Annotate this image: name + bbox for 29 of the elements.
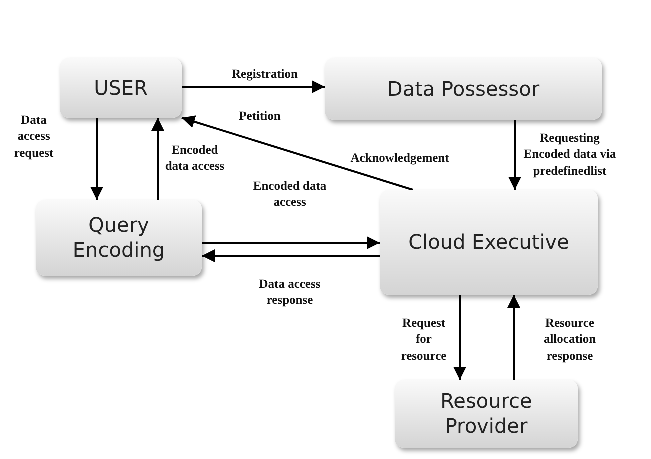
edge-label: Encoded data access xyxy=(164,142,226,174)
edge-label: Data access request xyxy=(13,112,55,161)
arrow xyxy=(454,295,466,380)
node-label: Query Encoding xyxy=(72,213,166,263)
arrow xyxy=(508,295,520,380)
process-box xyxy=(380,190,598,295)
arrow xyxy=(182,80,325,94)
edge-label: Request for resource xyxy=(400,315,448,364)
edge-label: Data access response xyxy=(258,276,322,308)
node-label: USER xyxy=(94,76,148,100)
edge-label: Resource allocation response xyxy=(542,315,598,364)
node-label: Cloud Executive xyxy=(408,230,570,255)
process-box xyxy=(36,200,202,276)
node-label: Resource Provider xyxy=(440,389,534,439)
arrow xyxy=(202,250,380,262)
arrow xyxy=(508,120,522,190)
process-box xyxy=(325,58,602,120)
process-box xyxy=(395,380,578,448)
process-box xyxy=(60,58,182,118)
edge-label: Encoded data access xyxy=(252,178,328,210)
edge-label: Registration xyxy=(231,66,299,82)
node-label: Data Possessor xyxy=(387,76,540,102)
arrow xyxy=(152,118,164,200)
edge-label: Acknowledgement xyxy=(350,150,450,166)
text-label: Petition xyxy=(238,108,282,124)
arrow xyxy=(182,116,414,191)
arrow xyxy=(202,236,380,250)
edge-label: Requesting Encoded data via predefinedlist xyxy=(522,130,618,179)
arrow xyxy=(90,118,104,200)
